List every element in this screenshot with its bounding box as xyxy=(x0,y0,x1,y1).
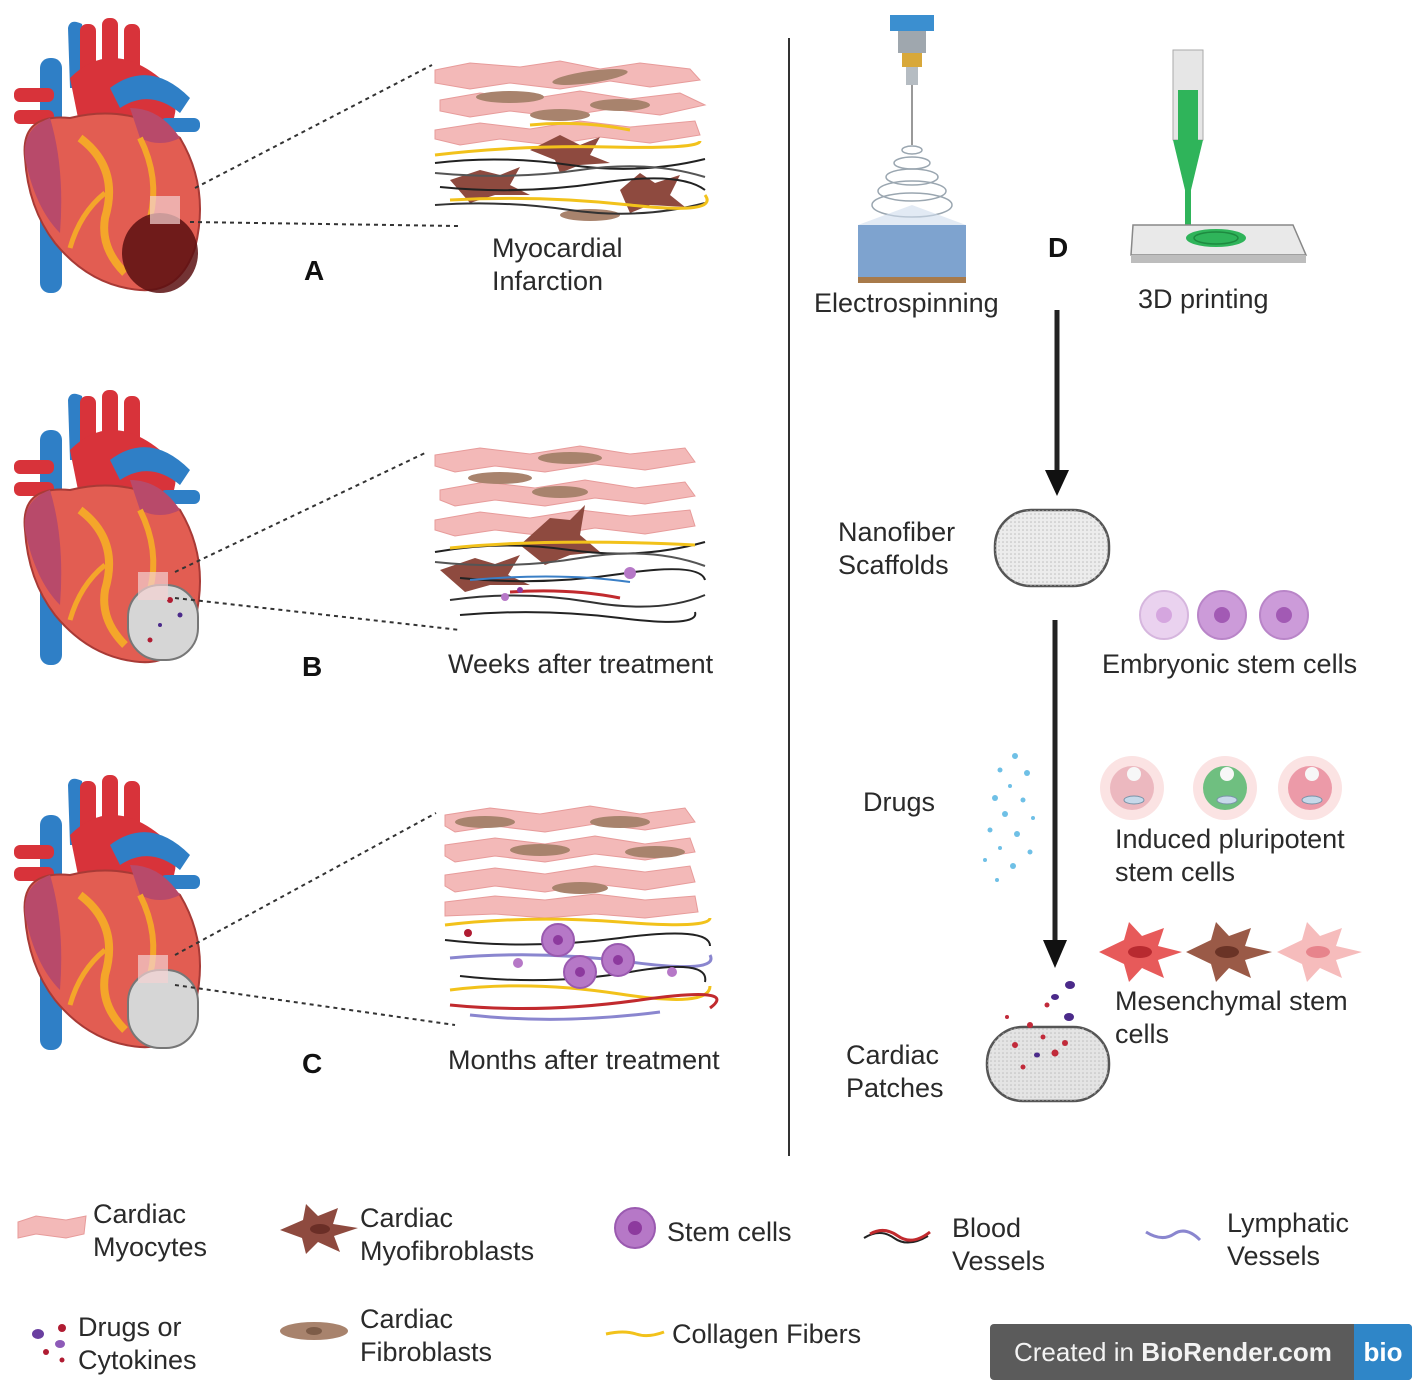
panel-letter-c: C xyxy=(302,1048,323,1079)
panel-divider xyxy=(788,38,790,1156)
legend-lymphatic-vessel-icon xyxy=(1145,1229,1202,1242)
legend-stem-cell-icon xyxy=(614,1207,656,1249)
legend-fibroblasts-label: Cardiac Fibroblasts xyxy=(360,1304,493,1367)
panel-letter-a: A xyxy=(304,255,325,286)
legend-lymphatic-vessels-label: Lymphatic Vessels xyxy=(1227,1208,1350,1271)
panel-letter-b: B xyxy=(302,651,323,682)
heart-c-icon xyxy=(10,775,210,1055)
legend-collagen-icon xyxy=(605,1330,665,1338)
drugs-label: Drugs xyxy=(863,787,936,817)
mesenchymal-stem-cells-label: Mesenchymal stem cells xyxy=(1115,986,1348,1049)
cardiac-patches-label: Cardiac Patches xyxy=(846,1040,944,1103)
nanofiber-scaffold-icon xyxy=(993,508,1111,588)
induced-pluripotent-stem-cells-icon xyxy=(1100,756,1342,820)
legend-myocytes-label: Cardiac Myocytes xyxy=(93,1199,208,1262)
induced-pluripotent-stem-cells-label: Induced pluripotent stem cells xyxy=(1115,824,1345,887)
nanofiber-scaffolds-label: Nanofiber Scaffolds xyxy=(838,517,956,580)
mesenchymal-stem-cells-icon xyxy=(1099,922,1362,982)
legend-myofibroblast-icon xyxy=(280,1204,358,1254)
legend-stem-cells-label: Stem cells xyxy=(667,1217,792,1247)
process-arrows xyxy=(1043,310,1069,968)
legend-blood-vessels-label: Blood Vessels xyxy=(952,1213,1046,1276)
electrospinning-label: Electrospinning xyxy=(814,288,999,318)
caption-weeks-after: Weeks after treatment xyxy=(448,649,714,679)
3d-printing-label: 3D printing xyxy=(1138,284,1269,314)
caption-myocardial-infarction: Myocardial Infarction xyxy=(492,233,623,296)
biorender-badge[interactable]: Created in BioRender.com bio xyxy=(990,1324,1412,1380)
electrospinning-icon xyxy=(858,15,966,283)
embryonic-stem-cells-icon xyxy=(1139,590,1309,640)
legend-collagen-label: Collagen Fibers xyxy=(672,1319,862,1349)
legend-myofibroblasts-label: Cardiac Myofibroblasts xyxy=(360,1203,535,1266)
legend-fibroblast-icon xyxy=(280,1322,348,1340)
panel-letter-d: D xyxy=(1048,232,1069,263)
tissue-a xyxy=(434,60,709,221)
legend-blood-vessel-icon xyxy=(863,1229,931,1244)
legend-myocyte-icon xyxy=(17,1215,87,1239)
biorender-text: Created in BioRender.com xyxy=(1014,1336,1332,1367)
biorender-logo-icon: bio xyxy=(1354,1324,1412,1380)
legend-drugs-icon xyxy=(32,1324,66,1363)
heart-b-icon xyxy=(10,390,210,670)
heart-a-icon xyxy=(14,18,201,293)
drug-particles-icon xyxy=(983,753,1035,882)
cardiac-patch-icon xyxy=(985,981,1111,1103)
tissue-c xyxy=(444,805,719,1021)
caption-months-after: Months after treatment xyxy=(448,1045,720,1075)
legend-drugs-label: Drugs or Cytokines xyxy=(78,1312,197,1375)
tissue-b xyxy=(434,445,706,623)
zoom-lines xyxy=(174,64,461,1026)
3d-printer-icon xyxy=(1130,49,1308,263)
embryonic-stem-cells-label: Embryonic stem cells xyxy=(1102,649,1358,679)
